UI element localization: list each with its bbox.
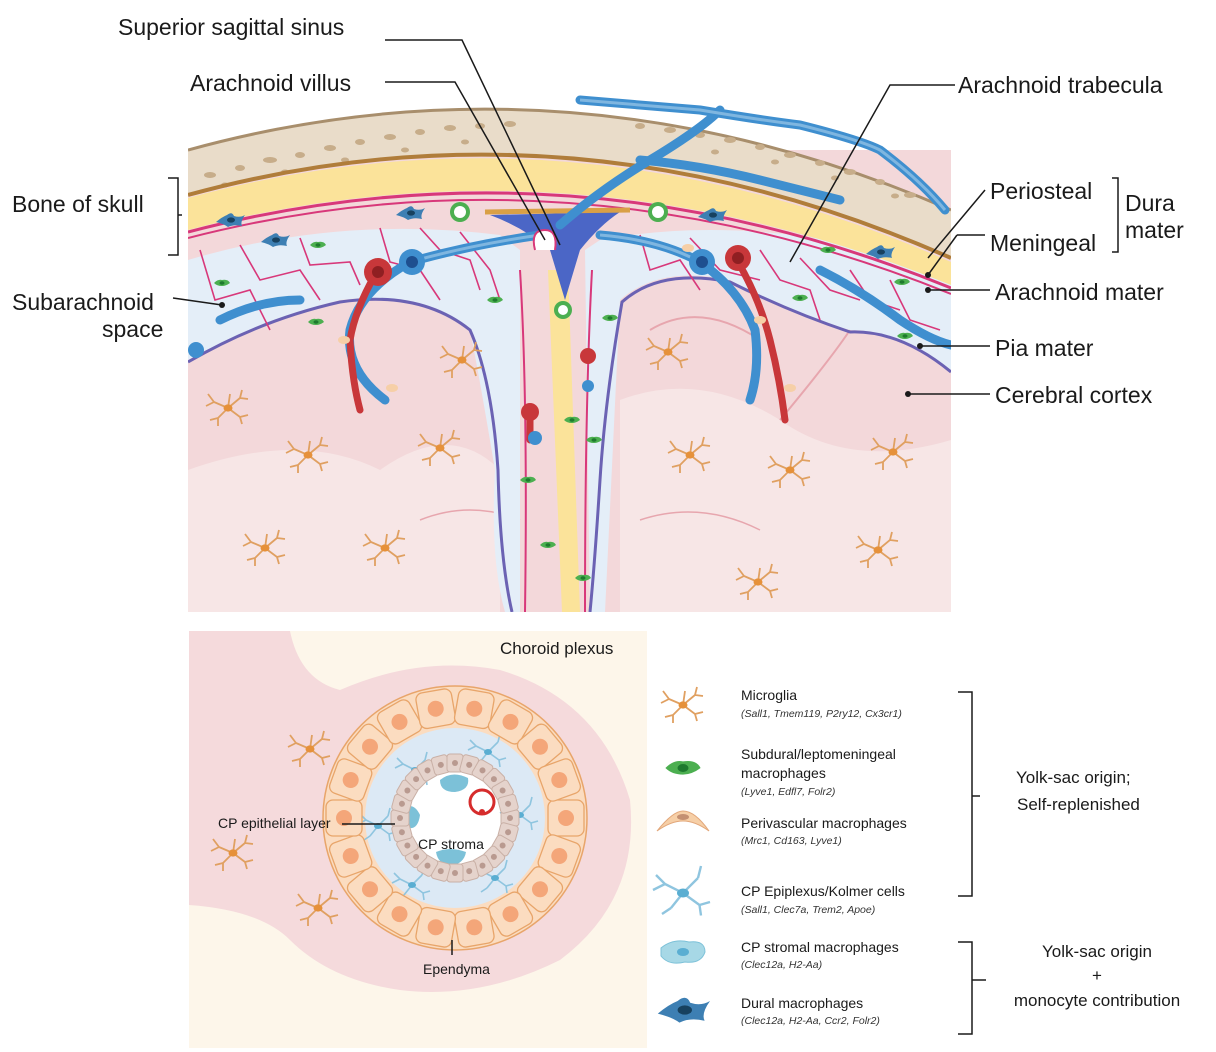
legend-microglia-genes: (Sall1, Tmem119, P2ry12, Cx3cr1) bbox=[741, 708, 902, 721]
epithelial-cell bbox=[548, 800, 584, 836]
origin-group2-line2: + bbox=[990, 966, 1204, 986]
origin-group1-line2: Self-replenished bbox=[1017, 795, 1140, 815]
legend-subdural-name: Subdural/leptomeningeal bbox=[741, 746, 896, 763]
label-superior-sagittal-sinus: Superior sagittal sinus bbox=[118, 14, 344, 40]
label-meningeal: Meningeal bbox=[990, 230, 1096, 256]
legend-stromal-name: CP stromal macrophages bbox=[741, 939, 899, 956]
label-pia-mater: Pia mater bbox=[995, 335, 1093, 361]
origin-group2-line1: Yolk-sac origin bbox=[990, 942, 1204, 962]
label-bone-of-skull: Bone of skull bbox=[12, 191, 144, 217]
label-ependyma: Ependyma bbox=[423, 961, 490, 978]
legend-dural-genes: (Clec12a, H2-Aa, Ccr2, Folr2) bbox=[741, 1015, 880, 1028]
label-cp-epithelial-layer: CP epithelial layer bbox=[218, 815, 331, 832]
label-arachnoid-villus: Arachnoid villus bbox=[190, 70, 351, 96]
label-cerebral-cortex: Cerebral cortex bbox=[995, 382, 1152, 408]
label-dura-mater-line2: mater bbox=[1125, 217, 1184, 243]
origin-group2-line3: monocyte contribution bbox=[988, 991, 1206, 1011]
label-cp-stroma: CP stroma bbox=[418, 836, 484, 853]
label-subarachnoid-line2: space bbox=[102, 316, 163, 342]
origin-group1-line1: Yolk-sac origin; bbox=[1016, 768, 1131, 788]
label-arachnoid-trabecula: Arachnoid trabecula bbox=[958, 72, 1163, 98]
epithelial-cell bbox=[326, 800, 362, 836]
epithelial-cell bbox=[415, 688, 457, 730]
label-dura-mater-line1: Dura bbox=[1125, 190, 1175, 216]
legend-dural-name: Dural macrophages bbox=[741, 995, 863, 1012]
label-choroid-plexus: Choroid plexus bbox=[500, 639, 613, 659]
legend-subdural-name2: macrophages bbox=[741, 765, 826, 782]
legend-microglia-name: Microglia bbox=[741, 687, 797, 704]
legend-stromal-genes: (Clec12a, H2-Aa) bbox=[741, 959, 822, 972]
legend-kolmer-name: CP Epiplexus/Kolmer cells bbox=[741, 883, 905, 900]
microglia-icon bbox=[661, 687, 703, 723]
legend-kolmer-genes: (Sall1, Clec7a, Trem2, Apoe) bbox=[741, 904, 875, 917]
legend-subdural-genes: (Lyve1, Edfl7, Folr2) bbox=[741, 786, 835, 799]
legend-perivascular-name: Perivascular macrophages bbox=[741, 815, 907, 832]
epithelial-cell bbox=[453, 906, 495, 948]
label-arachnoid-mater: Arachnoid mater bbox=[995, 279, 1164, 305]
legend-perivascular-genes: (Mrc1, Cd163, Lyve1) bbox=[741, 835, 842, 848]
label-subarachnoid-line1: Subarachnoid bbox=[12, 289, 154, 315]
label-periosteal: Periosteal bbox=[990, 178, 1092, 204]
